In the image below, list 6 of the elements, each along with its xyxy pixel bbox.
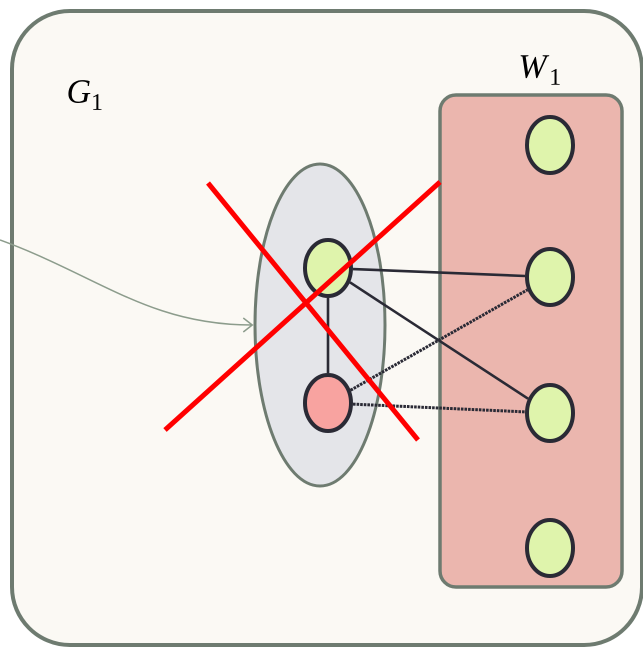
connector-line (352, 402, 526, 414)
arrow (0, 239, 254, 333)
set-label: W$_{1}$ (520, 55, 560, 85)
set-label: G$_{1}$ (68, 80, 102, 110)
connector-line (352, 268, 526, 278)
connector-line (326, 298, 330, 373)
